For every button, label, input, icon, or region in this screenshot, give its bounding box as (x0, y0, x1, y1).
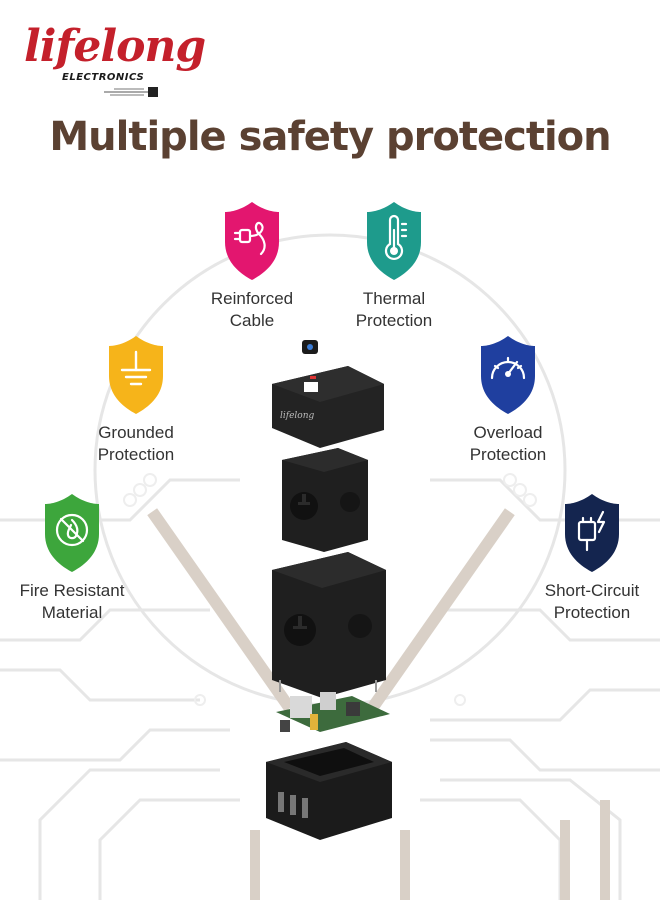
thermometer-icon (367, 202, 421, 280)
circuit-board (276, 692, 390, 732)
power-strip-exploded-view: lifelong (266, 340, 392, 840)
feature-label-line2: Material (41, 603, 103, 622)
plug-spark-icon (565, 494, 619, 572)
circuit-chip-icon (104, 87, 158, 97)
feature-overload-protection: Overload Protection (452, 334, 564, 466)
feature-label-line1: Grounded (98, 423, 174, 442)
brand-name: lifelong (24, 21, 206, 72)
feature-label-line1: Short-Circuit (544, 581, 640, 600)
usb-port-1 (278, 792, 284, 812)
feature-label-line1: Reinforced (210, 289, 294, 308)
top-cap-module (272, 366, 384, 448)
feature-short-circuit-protection: Short-Circuit Protection (530, 492, 654, 624)
plug-cable-icon (225, 202, 279, 280)
power-indicator-icon (307, 344, 313, 350)
brand-subtitle: ELECTRONICS (62, 72, 145, 83)
feature-fire-resistant-material: Fire Resistant Material (10, 492, 134, 624)
feature-label-line1: Fire Resistant (19, 581, 125, 600)
usb-port-3 (302, 798, 308, 818)
feature-label-line2: Cable (229, 311, 275, 330)
page-title: Multiple safety protection (49, 114, 611, 160)
no-fire-icon (45, 494, 99, 572)
usb-port-2 (290, 795, 296, 815)
ground-symbol-icon (109, 336, 163, 414)
feature-thermal-protection: Thermal Protection (338, 200, 450, 332)
socket-module-lower (272, 552, 386, 698)
feature-label-line2: Protection (469, 445, 547, 464)
feature-grounded-protection: Grounded Protection (80, 334, 192, 466)
feature-reinforced-cable: Reinforced Cable (196, 200, 308, 332)
brand-logo: lifelong ELECTRONICS (24, 22, 206, 102)
socket-module-upper (282, 448, 368, 552)
product-logo: lifelong (280, 411, 315, 421)
feature-label-line2: Protection (553, 603, 631, 622)
usb-base-module (266, 742, 392, 840)
feature-label-line1: Thermal (362, 289, 426, 308)
feature-label-line2: Protection (97, 445, 175, 464)
gauge-icon (481, 336, 535, 414)
feature-label-line2: Protection (355, 311, 433, 330)
feature-label-line1: Overload (473, 423, 543, 442)
